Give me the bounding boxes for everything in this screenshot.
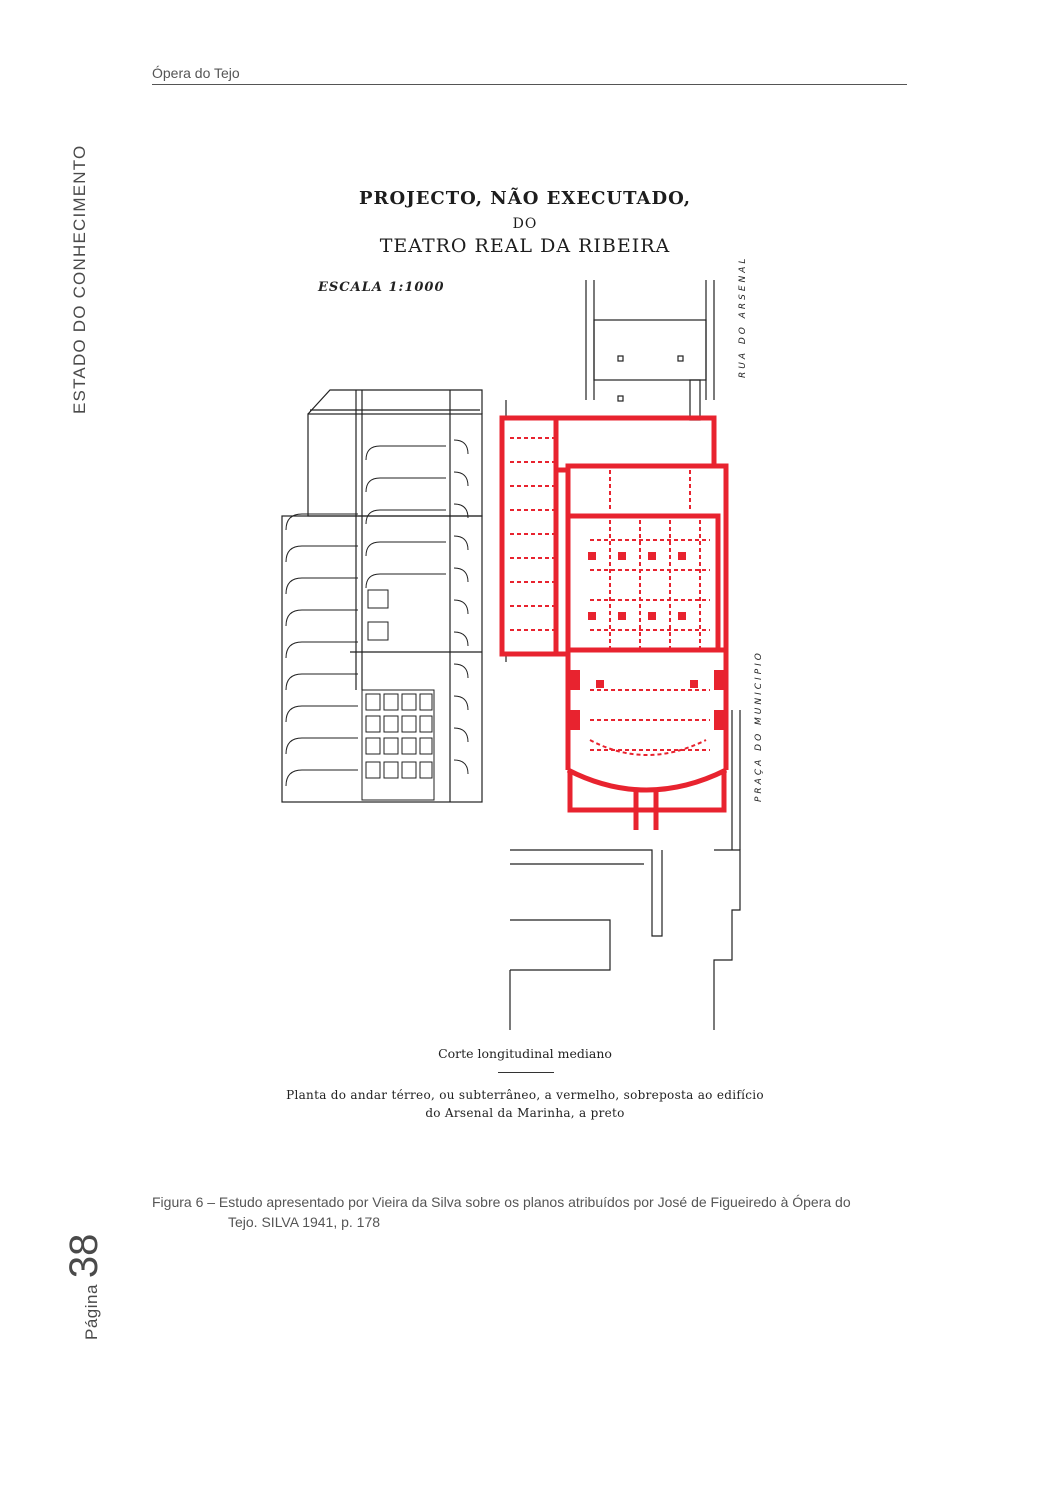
running-header: Ópera do Tejo [152,62,907,85]
page-number: Página 38 [62,1234,107,1340]
street-label-arsenal: RUA DO ARSENAL [738,255,748,378]
section-vaults [285,439,469,787]
section-side-label: ESTADO DO CONHECIMENTO [70,144,89,414]
theatre-red-plan [499,415,729,830]
page-word: Página [82,1284,101,1340]
architectural-plan-drawing [281,280,741,1030]
street-label-municipio: PRAÇA DO MUNICIPIO [754,650,764,802]
figure-caption-line1: Figura 6 – Estudo apresentado por Vieira… [152,1194,851,1210]
running-header-title: Ópera do Tejo [152,65,240,81]
figure-title-line1: PROJECTO, NÃO EXECUTADO, [359,188,691,209]
figure-caption-line2: Tejo. SILVA 1941, p. 178 [228,1214,381,1230]
arsenal-black-plan [281,280,741,1030]
section-outline [281,515,483,803]
plan-caption-line2: do Arsenal da Marinha, a preto [425,1106,625,1120]
section-windows [361,589,435,801]
figure-title-line3: TEATRO REAL DA RIBEIRA [379,235,671,257]
plan-caption: Planta do andar térreo, ou subterrâneo, … [270,1086,780,1122]
arsenal-walls-north [585,280,715,400]
figure-plan: PROJECTO, NÃO EXECUTADO, DO TEATRO REAL … [270,180,780,1130]
theatre-red-piers [570,552,724,730]
caption-divider [498,1072,554,1073]
figure-caption: Figura 6 – Estudo apresentado por Vieira… [152,1192,912,1232]
red-auditorium-walls [565,650,729,770]
page-number-value: 38 [62,1233,106,1279]
section-caption: Corte longitudinal mediano [438,1046,612,1061]
plan-caption-line1: Planta do andar térreo, ou subterrâneo, … [286,1088,764,1102]
figure-scale: ESCALA 1:1000 [318,280,445,295]
section-upper-outline [307,413,483,517]
figure-title-line2: DO [512,216,538,232]
red-wing-left [499,415,559,657]
theatre-red-details [510,437,710,756]
